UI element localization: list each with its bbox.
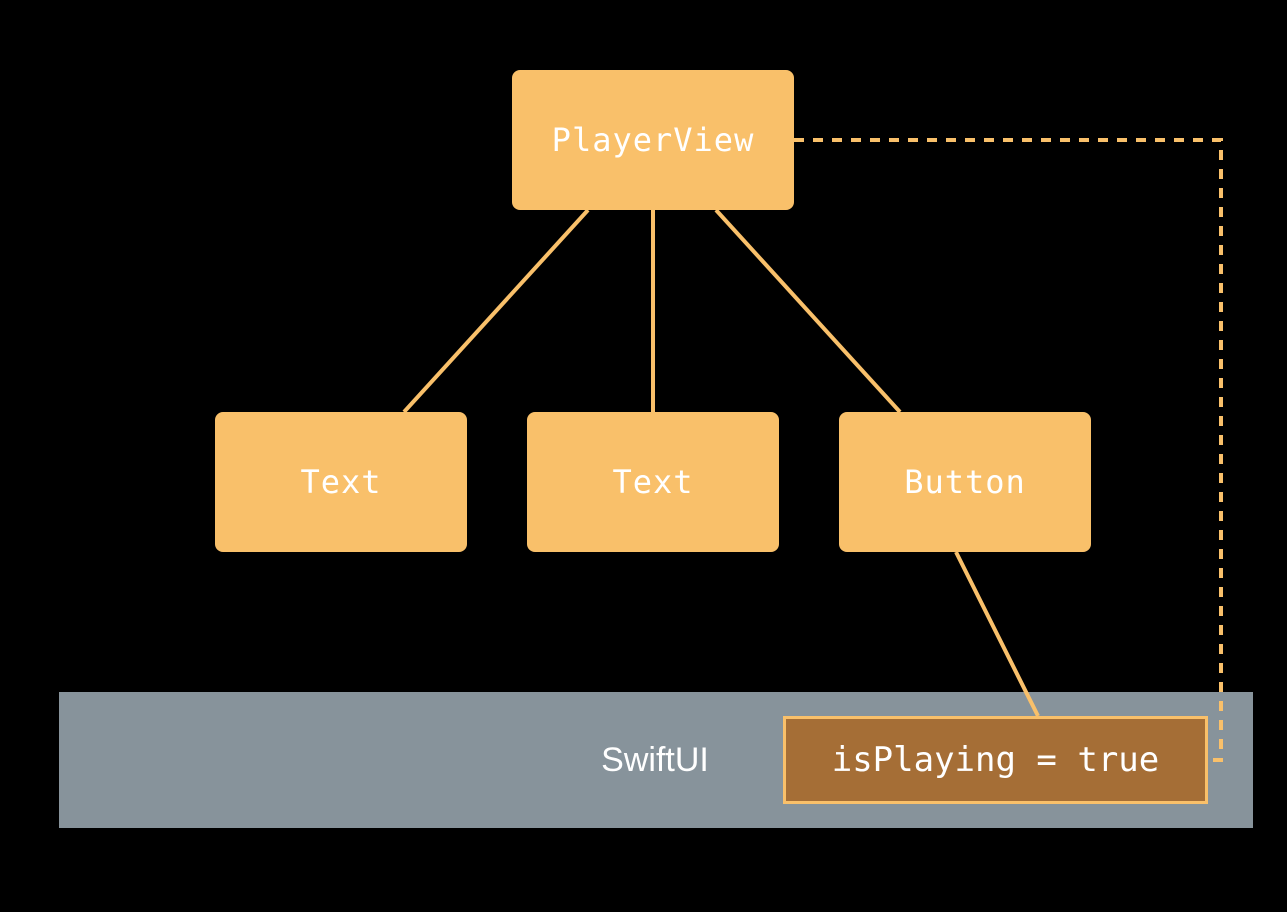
state-isplaying-box: isPlaying = true [783, 716, 1208, 804]
edge-root-to-text-left [402, 208, 590, 414]
text-node-middle: Text [527, 412, 779, 552]
edge-root-to-button [714, 208, 902, 414]
text-node-left-label: Text [300, 463, 382, 501]
button-node-label: Button [904, 463, 1026, 501]
swiftui-label: SwiftUI [601, 741, 709, 779]
edge-button-to-state [954, 551, 1040, 717]
text-node-middle-label: Text [612, 463, 694, 501]
dependency-dashed-line [794, 138, 1223, 762]
text-node-left: Text [215, 412, 467, 552]
playerview-label: PlayerView [551, 121, 755, 159]
state-isplaying-label: isPlaying = true [831, 740, 1160, 780]
playerview-node: PlayerView [512, 70, 794, 210]
button-node: Button [839, 412, 1091, 552]
